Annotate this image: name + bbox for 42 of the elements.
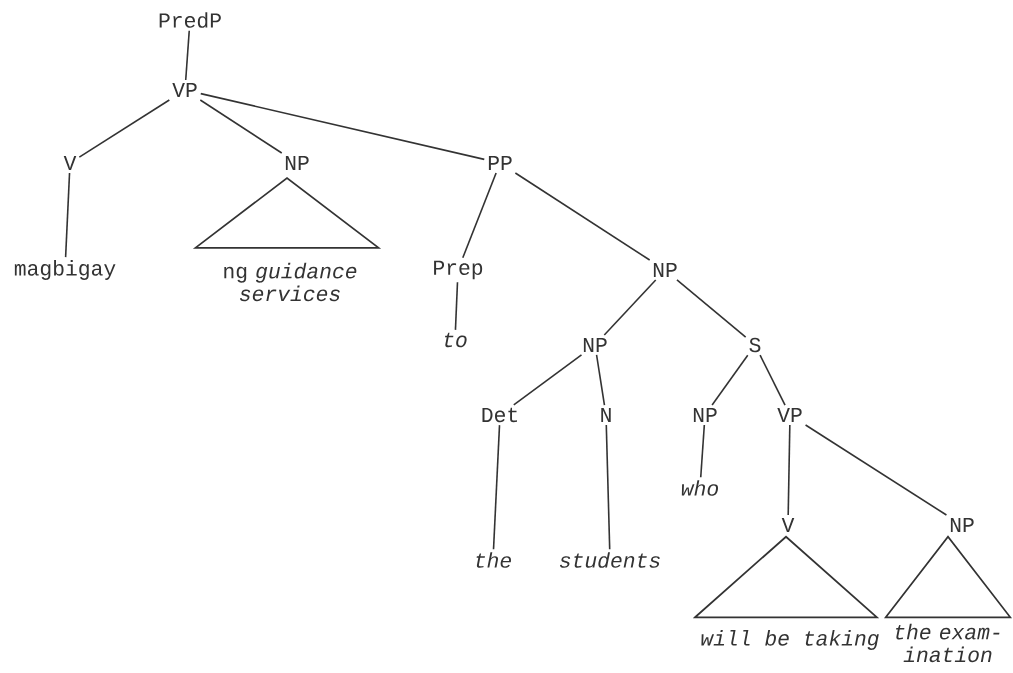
category-label: V <box>63 155 77 170</box>
word-label: magbigay <box>14 260 116 280</box>
category-label: VP <box>777 407 802 422</box>
word-label: will be taking <box>701 630 879 650</box>
category-label: Prep <box>434 260 483 280</box>
branch-line <box>184 30 191 81</box>
category-label: N <box>601 407 611 422</box>
branch-line <box>64 172 71 258</box>
branch-line <box>512 354 583 406</box>
word-label: the <box>476 552 511 568</box>
branch-line <box>199 99 283 154</box>
category-label: NP <box>285 155 309 170</box>
branch-line <box>492 424 501 551</box>
word-label: who <box>681 480 719 496</box>
branch-line <box>78 99 171 158</box>
branch-line <box>461 172 497 259</box>
branch-line <box>603 279 657 336</box>
category-label: PredP <box>159 12 221 28</box>
branch-line <box>514 172 651 261</box>
branch-line <box>605 424 611 550</box>
word-label: students <box>559 552 660 568</box>
category-label: NP <box>693 407 717 422</box>
branch-line <box>759 354 786 406</box>
word-label: to <box>445 332 467 348</box>
branch-line <box>199 92 486 161</box>
branch-line <box>595 354 606 406</box>
branch-line <box>711 354 749 406</box>
category-label: V <box>781 517 795 532</box>
branch-line <box>454 281 459 331</box>
category-label: NP <box>653 262 677 277</box>
word-label: the exam- ination <box>896 623 1000 663</box>
category-label: Det <box>482 407 517 423</box>
category-label: S <box>749 337 761 353</box>
category-label: NP <box>950 517 974 532</box>
branch-line <box>804 424 948 516</box>
branch-line <box>676 279 747 339</box>
category-label: VP <box>172 82 197 97</box>
word-label: ng guidance services <box>224 262 357 302</box>
branch-line <box>787 424 791 516</box>
category-label: NP <box>583 337 607 352</box>
category-label: PP <box>488 155 512 170</box>
branch-line <box>699 424 706 479</box>
